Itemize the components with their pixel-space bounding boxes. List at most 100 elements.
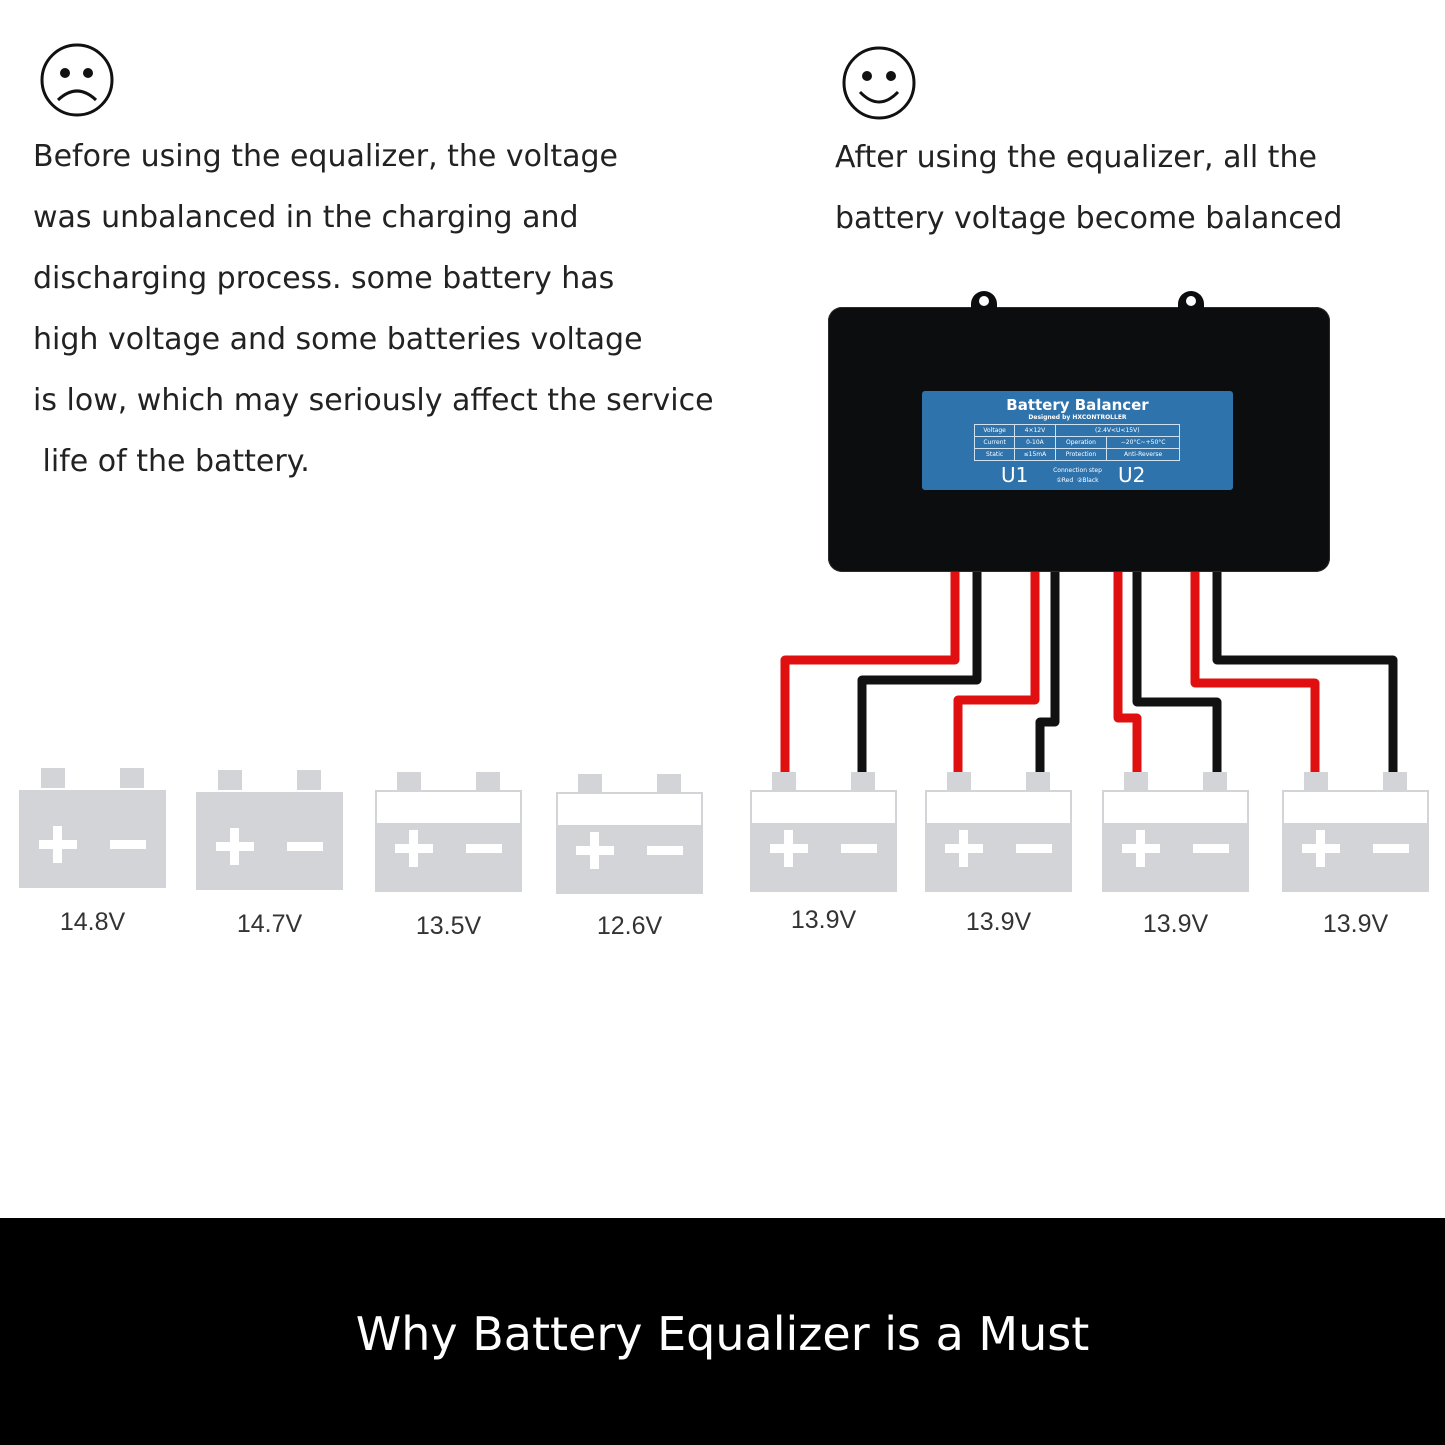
battery-icon: [750, 772, 897, 892]
before-line: Before using the equalizer, the voltage: [33, 139, 618, 174]
battery-voltage-label: 14.8V: [59, 908, 126, 936]
sad-face-icon: [40, 43, 114, 117]
battery-voltage-label: 13.9V: [965, 908, 1032, 936]
battery-terminal-negative: [851, 772, 875, 792]
device-label: Battery Balancer Designed by HXCONTROLLE…: [922, 391, 1233, 490]
battery-icon: [556, 774, 703, 894]
battery-icon: [1102, 772, 1249, 892]
battery-icon: [196, 770, 343, 890]
spec-cell: (2.4V<U<15V): [1054, 424, 1181, 437]
u1-label: U1: [1001, 463, 1029, 487]
before-description: Before using the equalizer, the voltage …: [33, 126, 714, 492]
battery-terminal-positive: [218, 770, 242, 790]
spec-table: Voltage 4×12V (2.4V<U<15V) Current 0-10A…: [973, 424, 1181, 461]
battery-terminal-positive: [1124, 772, 1148, 792]
minus-icon: [287, 842, 323, 851]
minus-icon: [1016, 844, 1052, 853]
battery-voltage-label: 13.5V: [415, 912, 482, 940]
before-line: life of the battery.: [33, 444, 310, 479]
battery-icon: [375, 772, 522, 892]
minus-icon: [110, 840, 146, 849]
mount-lug: [971, 291, 997, 315]
battery-voltage-label: 14.7V: [236, 910, 303, 938]
connection-steps: ①Red ②Black: [1056, 477, 1099, 484]
before-line: was unbalanced in the charging and: [33, 200, 579, 235]
spec-cell: Anti-Reverse: [1106, 448, 1180, 461]
battery-terminal-negative: [1026, 772, 1050, 792]
battery-cap: [1282, 790, 1429, 823]
battery-terminal-positive: [578, 774, 602, 794]
battery-icon: [925, 772, 1072, 892]
device-subtitle: Designed by HXCONTROLLER: [1028, 414, 1127, 421]
plus-icon: [959, 830, 968, 867]
spec-cell: Current: [973, 436, 1016, 449]
spec-cell: 4×12V: [1014, 424, 1056, 437]
plus-icon: [409, 830, 418, 867]
after-description: After using the equalizer, all the batte…: [835, 127, 1342, 249]
footer-title: Why Battery Equalizer is a Must: [355, 1307, 1090, 1361]
battery-terminal-negative: [120, 768, 144, 788]
battery-terminal-negative: [1383, 772, 1407, 792]
battery-voltage-label: 13.9V: [1142, 910, 1209, 938]
u2-label: U2: [1118, 463, 1146, 487]
happy-face-icon: [842, 46, 916, 120]
battery-terminal-negative: [657, 774, 681, 794]
wire-negative-1: [857, 570, 982, 775]
battery-cap: [556, 792, 703, 825]
plus-icon: [784, 830, 793, 867]
wire-positive-1: [780, 570, 960, 775]
battery-body: [196, 792, 343, 890]
spec-cell: ≤15mA: [1014, 448, 1056, 461]
after-line: battery voltage become balanced: [835, 201, 1343, 236]
wire-positive-4: [1190, 570, 1320, 775]
battery-cap: [375, 790, 522, 823]
before-line: discharging process. some battery has: [33, 261, 615, 296]
minus-icon: [1373, 844, 1409, 853]
wire-negative-3: [1132, 570, 1222, 775]
battery-voltage-label: 13.9V: [790, 906, 857, 934]
battery-voltage-label: 13.9V: [1322, 910, 1389, 938]
spec-cell: Operation: [1054, 436, 1108, 449]
minus-icon: [466, 844, 502, 853]
battery-voltage-label: 12.6V: [596, 912, 663, 940]
battery-terminal-positive: [772, 772, 796, 792]
device-title: Battery Balancer: [1006, 396, 1149, 414]
plus-icon: [230, 828, 239, 865]
spec-cell: Protection: [1054, 448, 1108, 461]
spec-cell: Voltage: [973, 424, 1016, 437]
wire-positive-3: [1113, 570, 1142, 775]
plus-icon: [1316, 830, 1325, 867]
wire-negative-4: [1212, 570, 1398, 775]
battery-icon: [1282, 772, 1429, 892]
minus-icon: [647, 846, 683, 855]
minus-icon: [841, 844, 877, 853]
spec-cell: Static: [973, 448, 1016, 461]
battery-terminal-positive: [1304, 772, 1328, 792]
battery-terminal-positive: [947, 772, 971, 792]
wire-negative-2: [1035, 570, 1060, 775]
mount-lug: [1178, 291, 1204, 315]
spec-cell: 0-10A: [1014, 436, 1056, 449]
battery-terminal-negative: [297, 770, 321, 790]
battery-terminal-positive: [41, 768, 65, 788]
before-line: is low, which may seriously affect the s…: [33, 383, 714, 418]
battery-cap: [1102, 790, 1249, 823]
battery-terminal-negative: [1203, 772, 1227, 792]
battery-body: [19, 790, 166, 888]
before-line: high voltage and some batteries voltage: [33, 322, 643, 357]
plus-icon: [53, 826, 62, 863]
minus-icon: [1193, 844, 1229, 853]
battery-cap: [925, 790, 1072, 823]
footer-banner: Why Battery Equalizer is a Must: [0, 1218, 1445, 1445]
battery-icon: [19, 768, 166, 888]
battery-cap: [750, 790, 897, 823]
plus-icon: [590, 832, 599, 869]
after-line: After using the equalizer, all the: [835, 140, 1317, 175]
wire-positive-2: [953, 570, 1040, 775]
spec-cell: −20°C~+50°C: [1106, 436, 1180, 449]
connection-title: Connection step: [1053, 467, 1102, 474]
battery-terminal-negative: [476, 772, 500, 792]
battery-terminal-positive: [397, 772, 421, 792]
plus-icon: [1136, 830, 1145, 867]
battery-balancer-device: Battery Balancer Designed by HXCONTROLLE…: [828, 291, 1330, 572]
